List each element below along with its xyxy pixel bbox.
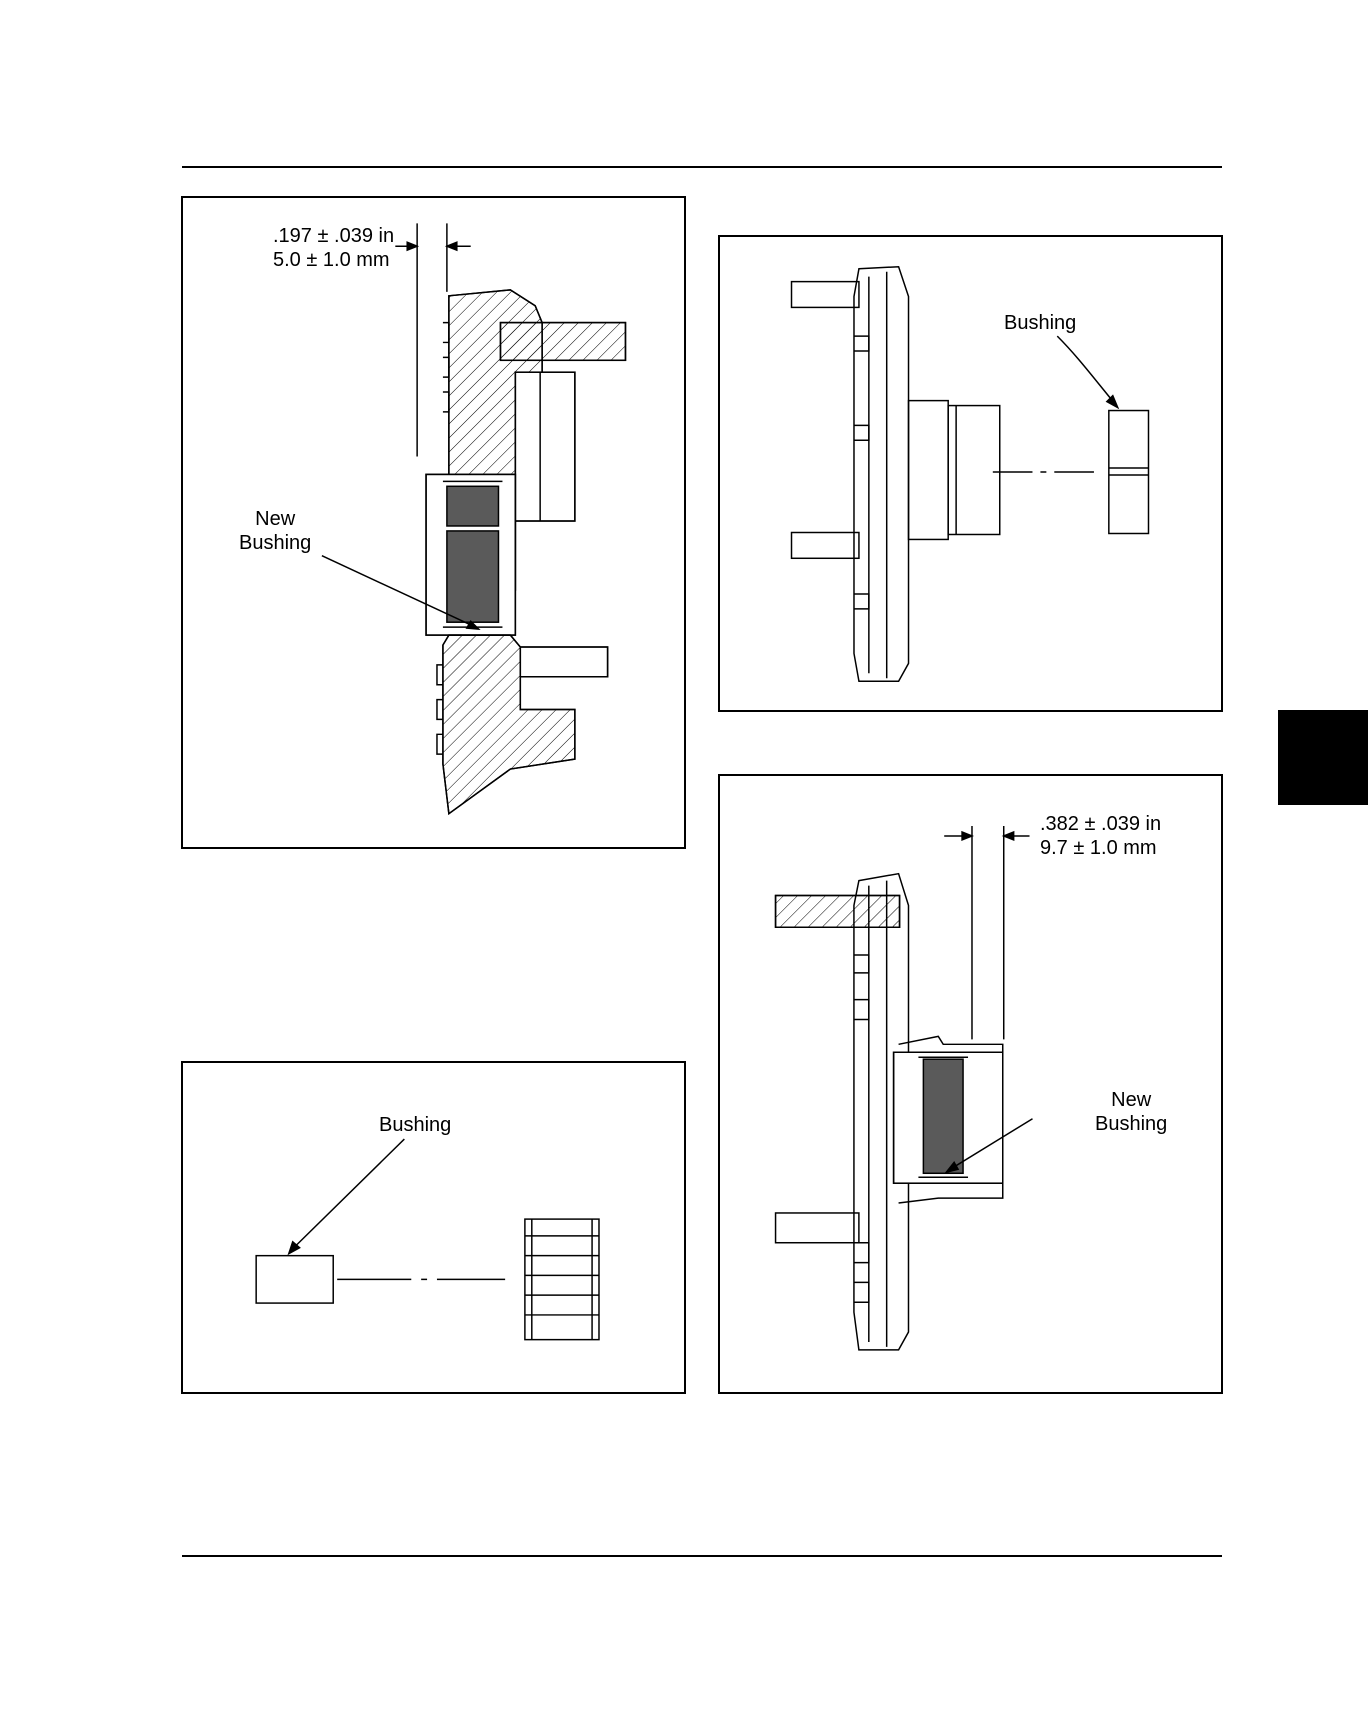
dimension-label: .197 ± .039 in 5.0 ± 1.0 mm [273, 224, 394, 272]
dimension-inch: .382 ± .039 in [1040, 812, 1161, 836]
figure-bushing-install-depth-d: .382 ± .039 in 9.7 ± 1.0 mm New Bushing [718, 774, 1223, 1394]
bushing-callout: Bushing [379, 1113, 451, 1137]
dimension-inch: .197 ± .039 in [273, 224, 394, 248]
bushing-callout: Bushing [1004, 311, 1076, 335]
footer-rule [182, 1555, 1222, 1557]
callout-line-2: Bushing [239, 531, 311, 555]
callout-line-2: Bushing [1095, 1112, 1167, 1136]
bushing-install-drawing-d [720, 776, 1221, 1392]
callout-line-1: New [1095, 1088, 1167, 1112]
bushing-removal-drawing-b [720, 237, 1221, 710]
new-bushing-callout: New Bushing [239, 507, 311, 555]
figure-bushing-removal-b: Bushing [718, 235, 1223, 712]
new-bushing-callout: New Bushing [1095, 1088, 1167, 1136]
header-rule [182, 166, 1222, 168]
callout-line-1: New [239, 507, 311, 531]
section-tab-marker [1278, 710, 1368, 805]
dimension-label: .382 ± .039 in 9.7 ± 1.0 mm [1040, 812, 1161, 860]
figure-bushing-install-depth-a: .197 ± .039 in 5.0 ± 1.0 mm New Bushing [181, 196, 686, 849]
dimension-mm: 9.7 ± 1.0 mm [1040, 836, 1161, 860]
figure-bushing-removal-c: Bushing [181, 1061, 686, 1394]
dimension-mm: 5.0 ± 1.0 mm [273, 248, 394, 272]
